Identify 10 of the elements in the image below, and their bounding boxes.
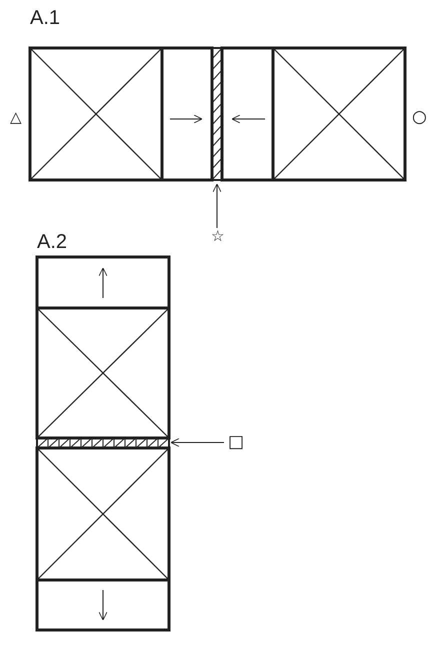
panel-title: A.1: [30, 8, 60, 28]
arrow: [170, 438, 224, 447]
arrow: [212, 184, 222, 228]
hatched-seam: [211, 47, 223, 181]
symbol-marker: △: [10, 110, 22, 125]
hatched-seam: [36, 437, 170, 449]
symbol-marker: ○: [412, 109, 427, 126]
symbol-marker: ☆: [211, 229, 224, 244]
symbol-marker: □: [228, 434, 244, 451]
panel-title: A.2: [37, 232, 68, 252]
